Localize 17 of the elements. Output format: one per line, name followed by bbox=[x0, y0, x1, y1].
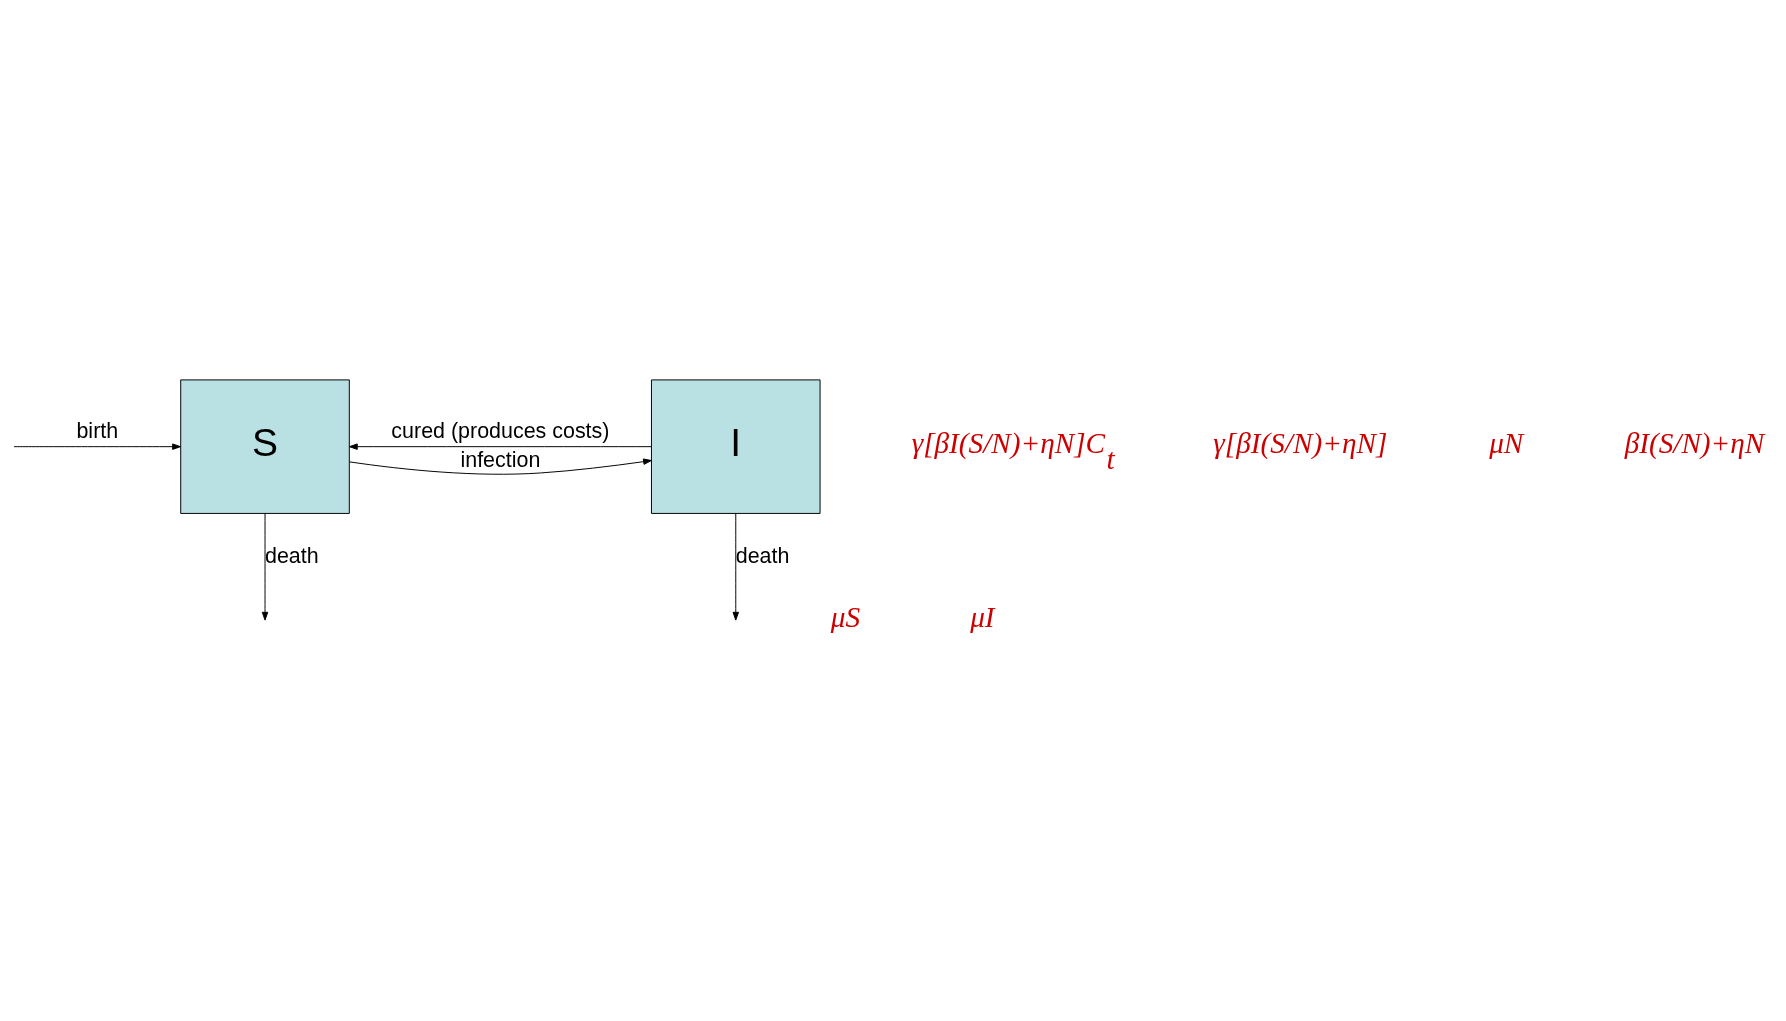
label: βI(S/N)+ηN bbox=[1624, 427, 1765, 459]
edge-label: cured (produces costs) bbox=[391, 418, 610, 443]
arrow bbox=[261, 513, 269, 621]
edge-label: death bbox=[735, 543, 790, 568]
label: μN bbox=[1489, 427, 1524, 459]
node-box: I bbox=[651, 379, 821, 514]
edge-label: birth bbox=[76, 418, 119, 443]
arrow bbox=[732, 513, 739, 621]
arrow bbox=[349, 458, 652, 475]
edge-label: infection bbox=[460, 447, 541, 472]
label: γ[βI(S/N)+ηN] bbox=[1213, 427, 1388, 459]
label: μS bbox=[830, 601, 861, 634]
node-box: S bbox=[180, 379, 350, 514]
arrow bbox=[13, 443, 181, 450]
label: μI bbox=[970, 601, 995, 634]
edge-label: death bbox=[265, 543, 319, 568]
arrow bbox=[348, 443, 652, 450]
